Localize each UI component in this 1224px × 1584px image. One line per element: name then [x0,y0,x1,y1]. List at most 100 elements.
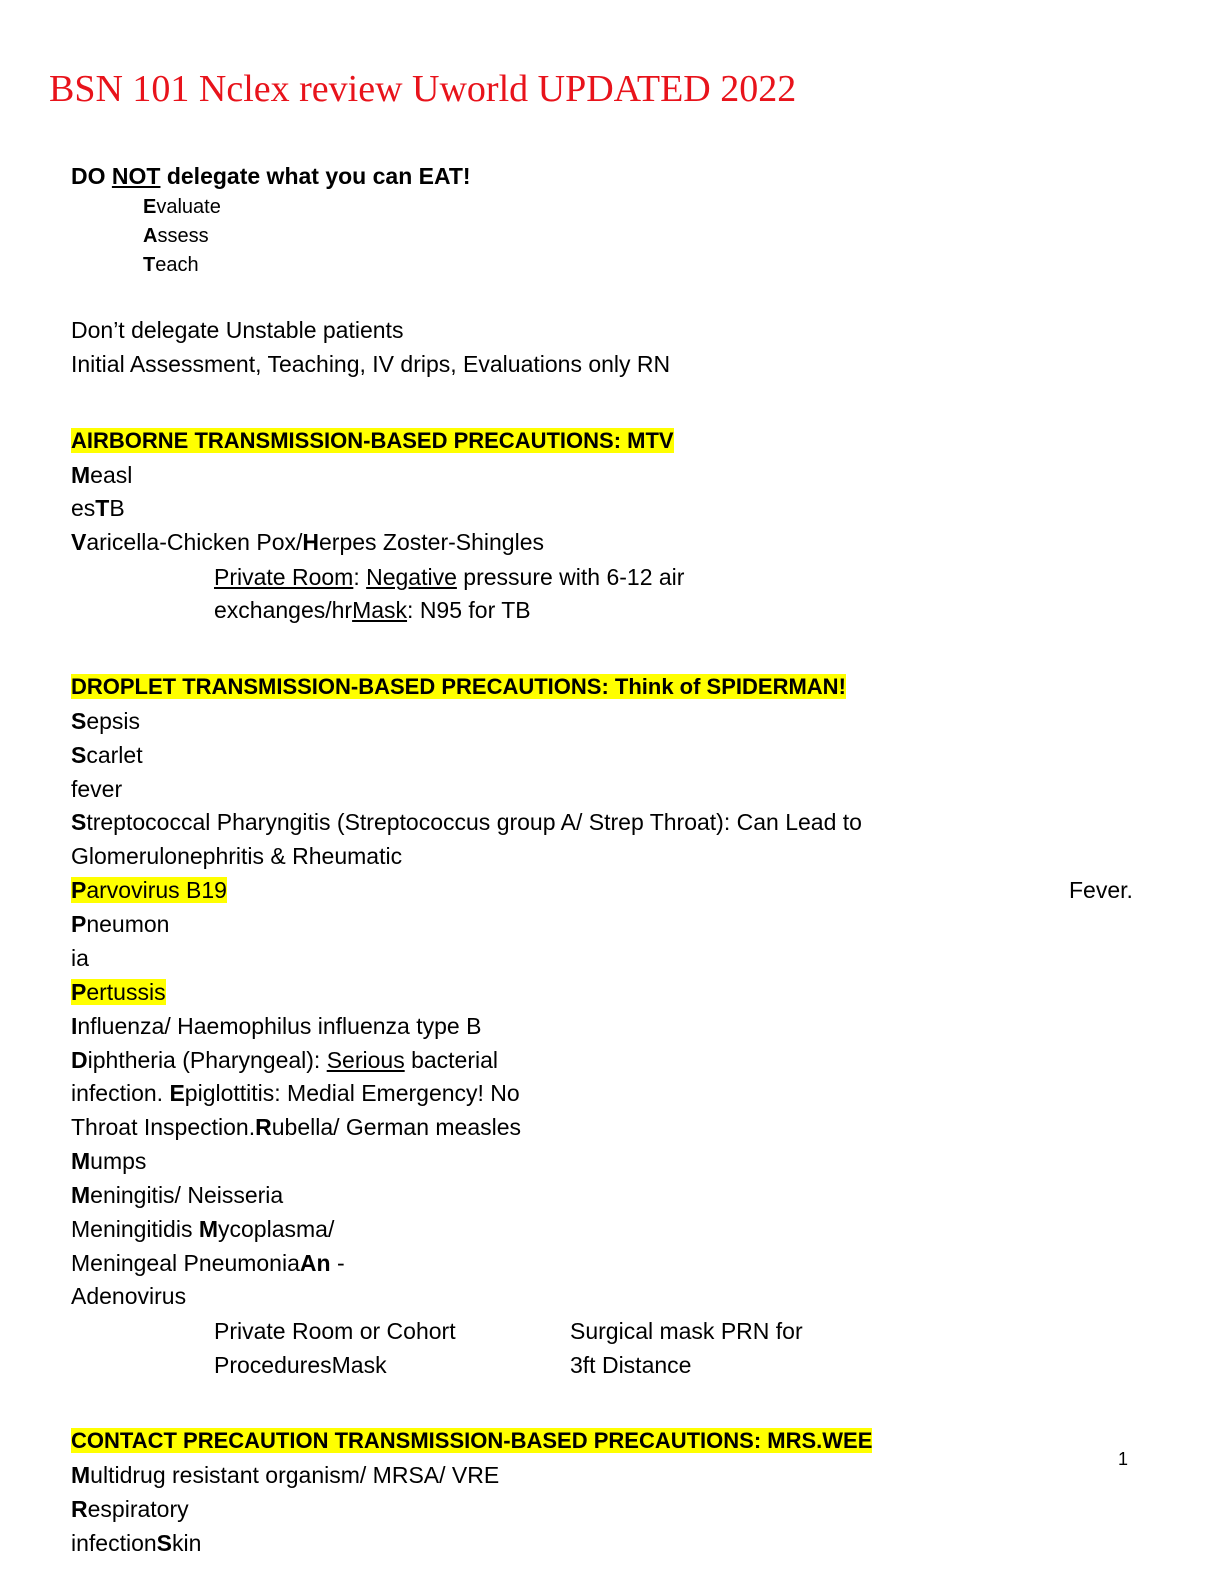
droplet-adenovirus-line: Adenovirus [71,1283,187,1309]
droplet-room-line2: ProceduresMask [214,1352,387,1378]
droplet-mask-line2: 3ft Distance [570,1352,692,1378]
mnemonic-letter: H [302,529,319,555]
airborne-mask-line: exchanges/hrMask: N95 for TB [214,593,531,627]
line-text: treptococcal Pharyngitis (Streptococcus … [86,809,862,835]
airborne-tb-line: esTB [71,491,125,525]
mnemonic-letter: M [198,1216,219,1242]
contact-heading: CONTACT PRECAUTION TRANSMISSION-BASED PR… [71,1424,873,1458]
line-text: ycoplasma/ [218,1216,335,1242]
mnemonic-letter: R [255,1114,272,1140]
mnemonic-letter: I [71,1013,78,1039]
droplet-epiglottitis-line: infection. Epiglottitis: Medial Emergenc… [71,1076,520,1110]
droplet-meningitis-line: Meningitis/ Neisseria [71,1178,283,1212]
mask-label: Mask [352,597,408,623]
line-text: umps [90,1148,147,1174]
document-title: BSN 101 Nclex review Uworld UPDATED 2022 [49,68,797,110]
line-text: : [353,564,367,590]
mnemonic-letter: V [71,529,87,555]
delegate-heading: DO NOT delegate what you can EAT! [71,159,471,193]
mnemonic-letter: S [71,742,87,768]
mnemonic-letter: S [156,1530,173,1556]
eat-item-teach: Teach [143,251,199,280]
line-text: aricella-Chicken Pox/ [86,529,303,555]
droplet-mask-line1: Surgical mask PRN for [570,1318,803,1344]
line-text: es [71,495,96,521]
contact-mdro-line: Multidrug resistant organism/ MRSA/ VRE [71,1458,499,1492]
droplet-scarlet-line: Scarlet [71,738,143,772]
mnemonic-letter: R [71,1496,88,1522]
contact-heading-text: CONTACT PRECAUTION TRANSMISSION-BASED PR… [71,1428,873,1453]
droplet-rubella-line: Throat Inspection.Rubella/ German measle… [71,1110,521,1144]
mnemonic-letter: T [95,495,110,521]
airborne-heading-text: AIRBORNE TRANSMISSION-BASED PRECAUTIONS:… [71,428,674,453]
droplet-diphtheria-line: Diphtheria (Pharyngeal): Serious bacteri… [71,1043,498,1077]
line-text: bacterial [404,1047,499,1073]
private-room-label: Private Room [214,564,354,590]
droplet-glomerulo-line: Glomerulonephritis & Rheumatic [71,843,403,869]
line-text: carlet [86,742,143,768]
mnemonic-letter: M [71,1148,91,1174]
line-text: erpes Zoster-Shingles [319,529,544,555]
delegate-line-unstable: Don’t delegate Unstable patients [71,317,404,343]
mnemonic-letter: S [71,809,87,835]
contact-respiratory-line: Respiratory [71,1492,189,1526]
mnemonic-letter: M [71,1462,91,1488]
droplet-fever-line: fever [71,776,123,802]
droplet-pneumonia-cont: ia [71,945,89,971]
line-text: ultidrug resistant organism/ MRSA/ VRE [90,1462,500,1488]
droplet-sepsis-line: Sepsis [71,704,140,738]
line-text: ertussis [86,979,166,1005]
parvo-highlight: Parvovirus B19 [71,877,227,903]
droplet-pertussis-line: Pertussis [71,975,166,1009]
airborne-measles-line: Measl [71,458,132,492]
eat-rest: valuate [156,196,221,218]
droplet-heading-text: DROPLET TRANSMISSION-BASED PRECAUTIONS: … [71,674,846,699]
line-text: - [330,1250,345,1276]
line-text: Throat Inspection. [71,1114,256,1140]
line-text: piglottitis: Medial Emergency! No [184,1080,520,1106]
mnemonic-letter: D [71,1047,88,1073]
mnemonic-letter: M [71,1182,91,1208]
droplet-influenza-line: Influenza/ Haemophilus influenza type B [71,1009,481,1043]
delegate-heading-post: delegate what you can EAT! [160,163,471,189]
line-text: Meningeal Pneumonia [71,1250,300,1276]
droplet-pneumonia-line: Pneumon [71,907,169,941]
droplet-parvo-line: Parvovirus B19 [71,873,227,907]
mnemonic-letter: M [71,462,91,488]
airborne-varicella-line: Varicella-Chicken Pox/Herpes Zoster-Shin… [71,525,544,559]
eat-rest: ssess [157,225,209,247]
serious-label: Serious [326,1047,405,1073]
line-text: neumon [86,911,170,937]
mnemonic-letter: P [71,979,87,1005]
line-text: epsis [86,708,141,734]
line-text: kin [172,1530,202,1556]
droplet-room-line1: Private Room or Cohort [214,1318,456,1344]
mnemonic-letter: S [71,708,87,734]
delegate-line-rn-only: Initial Assessment, Teaching, IV drips, … [71,351,671,377]
droplet-fever-right: Fever. [1069,877,1133,903]
eat-letter: T [143,254,156,276]
line-text: nfluenza/ Haemophilus influenza type B [77,1013,482,1039]
eat-item-assess: Assess [143,222,209,251]
line-text: easl [90,462,133,488]
mnemonic-letter: E [169,1080,185,1106]
mnemonic-letter: An [299,1250,331,1276]
delegate-heading-not: NOT [111,163,161,189]
delegate-heading-pre: DO [71,163,112,189]
line-text: arvovirus B19 [86,877,227,903]
line-text: Meningitidis [71,1216,199,1242]
droplet-adeno-line: Meningeal PneumoniaAn - [71,1246,345,1280]
line-text: espiratory [87,1496,189,1522]
line-text: B [109,495,125,521]
line-text: infection [71,1530,157,1556]
line-text: eningitis/ Neisseria [90,1182,284,1208]
eat-item-evaluate: Evaluate [143,193,221,222]
negative-label: Negative [366,564,457,590]
eat-letter: A [143,225,158,247]
pertussis-highlight: Pertussis [71,979,166,1005]
droplet-strep-line: Streptococcal Pharyngitis (Streptococcus… [71,805,862,839]
line-text: iphtheria (Pharyngeal): [87,1047,327,1073]
line-text: infection. [71,1080,170,1106]
eat-rest: each [155,254,199,276]
droplet-heading: DROPLET TRANSMISSION-BASED PRECAUTIONS: … [71,670,846,704]
